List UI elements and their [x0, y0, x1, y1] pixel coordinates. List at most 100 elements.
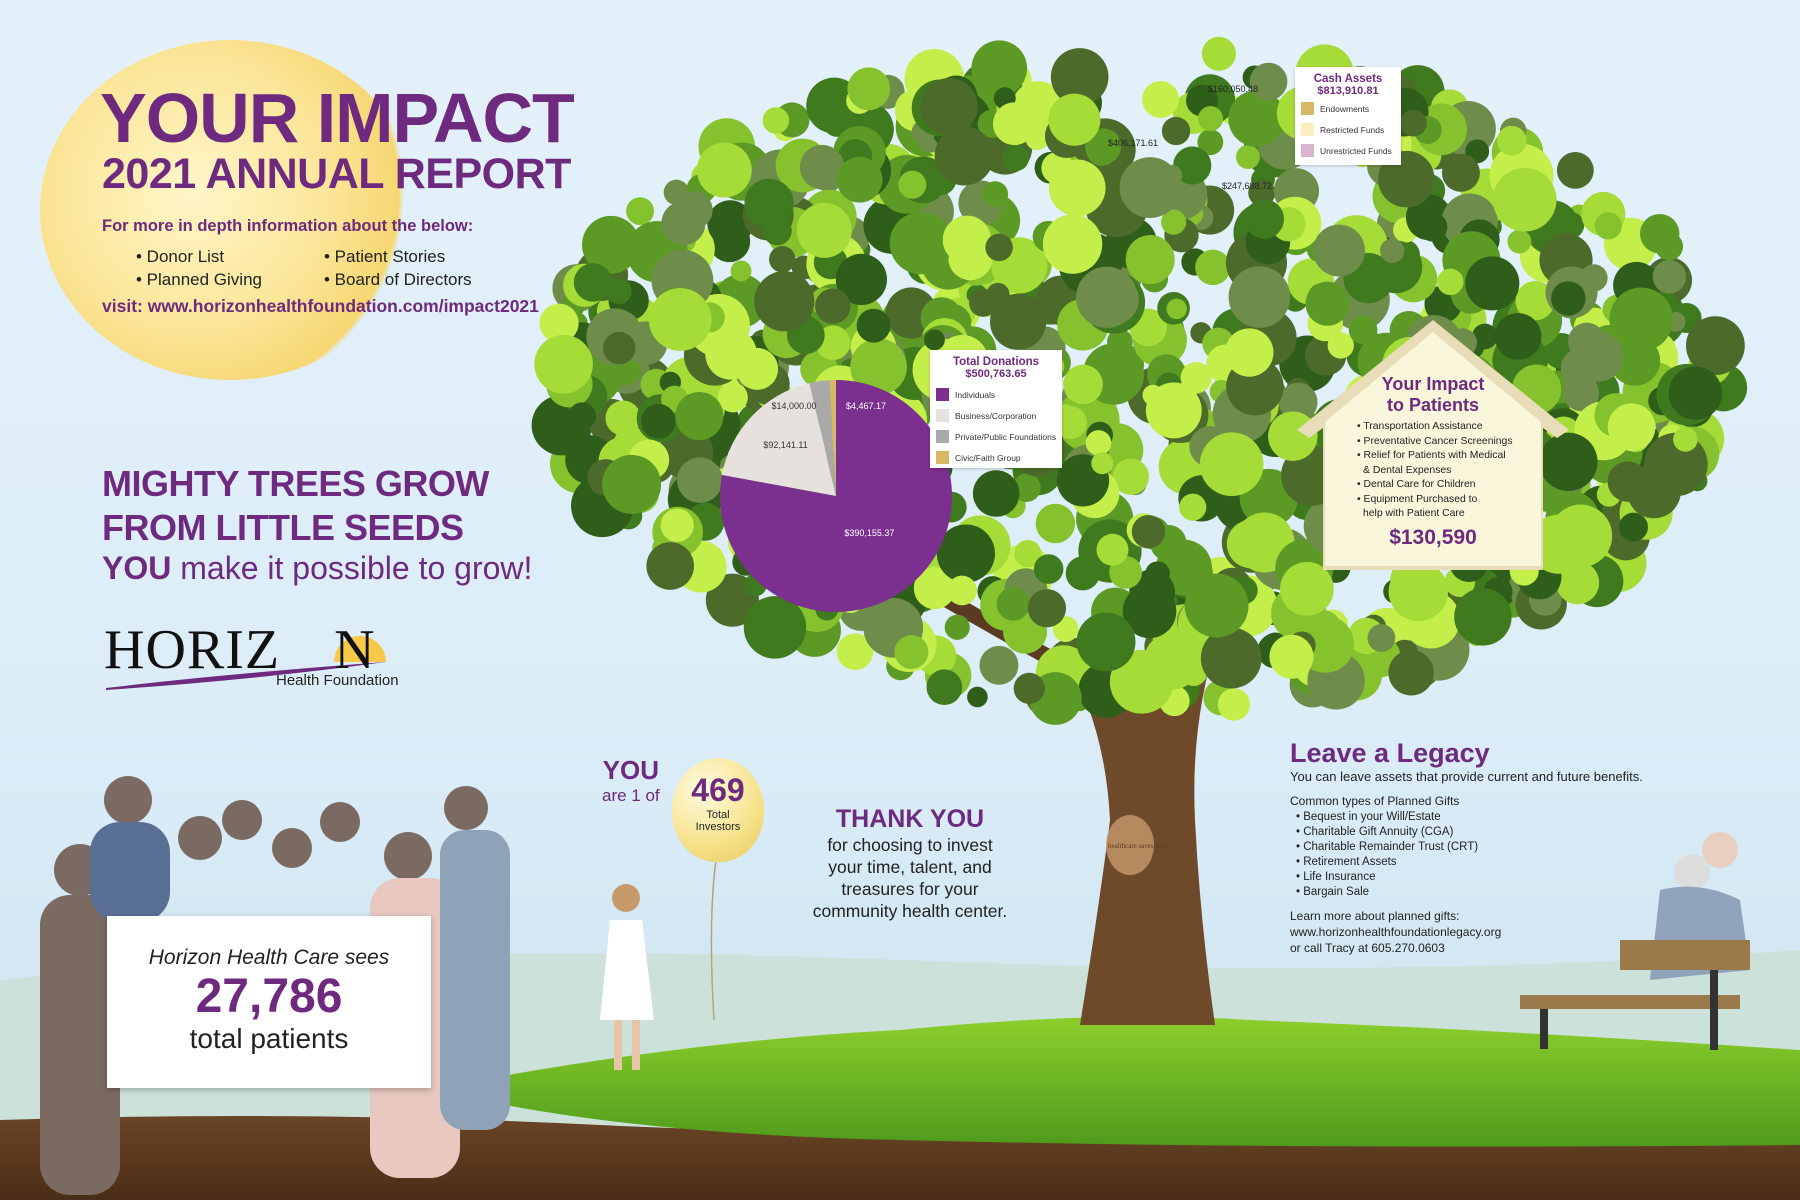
leaf-cluster	[986, 282, 1010, 307]
leaf-cluster	[602, 454, 662, 514]
leaf-cluster	[1145, 561, 1170, 586]
leaf-cluster	[744, 178, 794, 229]
visit-link[interactable]: visit: www.horizonhealthfoundation.com/i…	[102, 296, 539, 316]
leaf-cluster	[982, 181, 1009, 208]
leaf-cluster	[1225, 328, 1274, 377]
tagline-line: MIGHTY TREES GROW	[102, 463, 489, 504]
leaf-cluster	[568, 402, 596, 430]
planned-gifts-list: • Bequest in your Will/Estate • Charitab…	[1296, 810, 1643, 900]
leaf-cluster	[539, 303, 579, 343]
leaf-cluster	[1228, 90, 1285, 147]
leaf-cluster	[1515, 281, 1555, 321]
leaf-cluster	[1173, 146, 1212, 185]
thank-you-line: treasures for your	[841, 879, 979, 899]
leaf-cluster	[1507, 229, 1532, 254]
leaf-cluster	[769, 246, 796, 273]
legend-item: Civic/Faith Group	[936, 451, 1062, 464]
leaf-cluster	[1556, 151, 1594, 189]
leaf-cluster	[924, 329, 945, 351]
leaf-cluster	[1002, 144, 1030, 172]
legend-item: Endowments	[1301, 102, 1401, 115]
leaf-cluster	[1142, 80, 1180, 118]
tagline-rest: make it possible to grow!	[180, 550, 533, 586]
leaf-cluster	[1437, 268, 1464, 296]
leaf-cluster	[1048, 93, 1101, 146]
leaf-cluster	[1580, 264, 1608, 292]
leaf-cluster	[1217, 688, 1251, 721]
leaf-cluster	[1179, 493, 1207, 521]
cash-asset-label: $406,171.61	[1108, 138, 1159, 148]
leaf-cluster	[1143, 632, 1201, 690]
leaf-cluster	[1014, 539, 1042, 568]
investors-label: Total	[706, 809, 730, 821]
legacy-url-link[interactable]: www.horizonhealthfoundationlegacy.org	[1290, 925, 1502, 939]
leaf-cluster	[889, 211, 953, 275]
leaf-cluster	[1313, 224, 1365, 277]
trunk-carving-text: healthcare saves lives	[1108, 842, 1169, 850]
cash-asset-label: $160,050.48	[1208, 84, 1259, 94]
topic-item: • Patient Stories	[324, 247, 446, 266]
leaf-cluster	[898, 170, 927, 199]
leaf-cluster	[1668, 366, 1723, 420]
leaf-cluster	[1012, 473, 1041, 503]
planned-gift-item: • Bargain Sale	[1296, 886, 1370, 898]
leaf-cluster	[1048, 159, 1106, 217]
leaf-cluster	[606, 278, 632, 305]
leaf-cluster	[582, 215, 640, 274]
legend-item: Private/Public Foundations	[936, 430, 1062, 443]
page-subtitle: 2021 ANNUAL REPORT	[102, 150, 571, 198]
leaf-cluster	[1197, 106, 1224, 132]
pie-data-label: $390,155.37	[844, 528, 894, 538]
leaf-cluster	[605, 400, 641, 436]
impact-title: to Patients	[1386, 395, 1479, 415]
donations-total: $500,763.65	[965, 368, 1027, 380]
planned-gift-item: • Charitable Remainder Trust (CRT)	[1296, 841, 1479, 853]
investors-count: 469	[691, 772, 745, 808]
leaf-cluster	[762, 107, 790, 134]
leaf-cluster	[1033, 554, 1064, 584]
leaf-cluster	[1496, 125, 1527, 156]
cash-assets-legend: Cash Assets $813,910.81 Endowments Restr…	[1295, 67, 1401, 165]
legacy-intro: You can leave assets that provide curren…	[1290, 769, 1643, 784]
leaf-cluster	[947, 575, 977, 606]
leaf-cluster	[1119, 157, 1181, 218]
planned-gift-item: • Life Insurance	[1296, 871, 1376, 883]
leaf-cluster	[894, 635, 929, 670]
thank-you-line: community health center.	[812, 901, 1008, 921]
leaf-cluster	[815, 288, 851, 324]
leaf-cluster	[696, 142, 752, 198]
leaf-cluster	[1091, 452, 1114, 475]
investors-label: Investors	[695, 821, 741, 833]
leaf-cluster	[1348, 315, 1378, 345]
leaf-cluster	[972, 470, 1020, 517]
leaf-cluster	[1085, 128, 1122, 165]
topic-item: • Planned Giving	[136, 270, 262, 289]
pie-slice-private-public-foundations	[809, 380, 836, 496]
couple-on-bench	[1520, 832, 1750, 1050]
leaf-cluster	[1465, 256, 1520, 311]
leaf-cluster	[926, 669, 963, 706]
tagline-heading: MIGHTY TREES GROW FROM LITTLE SEEDS	[102, 462, 489, 550]
leaf-cluster	[1197, 129, 1224, 156]
topics-list-right: • Patient Stories • Board of Directors	[324, 245, 472, 291]
pie-slice-civic-faith-group	[829, 379, 836, 496]
leaf-cluster	[1278, 382, 1318, 422]
leaf-cluster	[836, 633, 874, 671]
leaf-cluster	[707, 200, 754, 247]
leaf-cluster	[661, 201, 706, 246]
more-info-text: For more in depth information about the …	[102, 217, 474, 235]
leaf-cluster	[1200, 627, 1262, 689]
leaf-cluster	[1244, 199, 1285, 239]
donations-legend: Total Donations $500,763.65 Individuals …	[930, 350, 1062, 468]
leaf-cluster	[1199, 432, 1264, 497]
impact-item: • Relief for Patients with Medical	[1357, 450, 1506, 461]
leaf-cluster	[1619, 512, 1648, 542]
leaf-cluster	[1379, 238, 1405, 264]
leaf-cluster	[1573, 331, 1624, 382]
logo-subtitle: Health Foundation	[276, 672, 399, 689]
leaf-cluster	[1279, 562, 1334, 616]
leaf-cluster	[603, 331, 636, 365]
leaf-cluster	[1112, 458, 1150, 495]
leaf-cluster	[1042, 214, 1103, 274]
